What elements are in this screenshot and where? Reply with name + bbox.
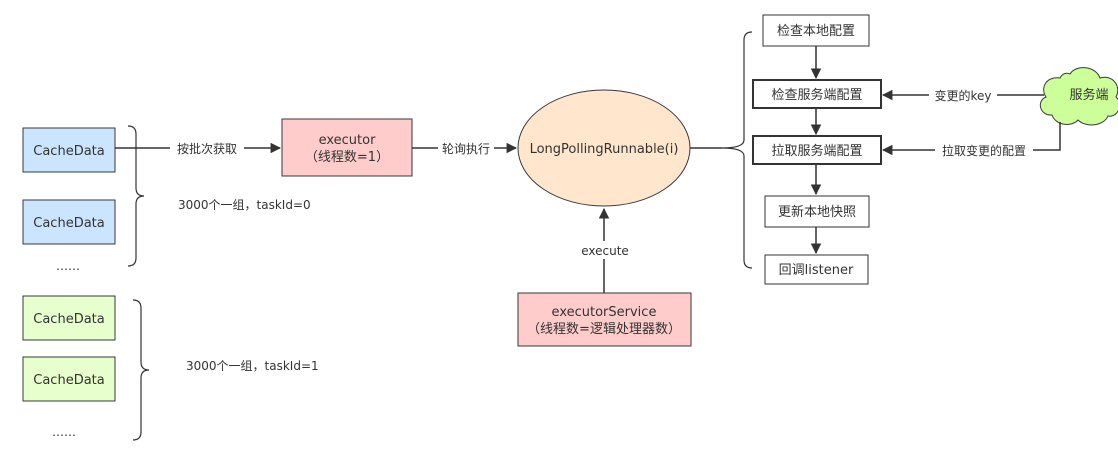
executor-service-box xyxy=(517,292,692,347)
server-label: 服务端 xyxy=(1069,87,1108,103)
step-callback-label: 回调listener xyxy=(779,263,854,278)
cache-group-taskid-0: CacheData CacheData …… 3000个一组，taskId=0 xyxy=(22,125,311,273)
cache-data-node xyxy=(22,356,116,402)
group-brace xyxy=(127,125,145,267)
cache-data-node xyxy=(22,295,116,341)
edge-batch-fetch: 按批次获取 xyxy=(115,139,282,157)
step-update-snapshot-label: 更新本地快照 xyxy=(778,204,856,220)
executor-node: executor （线程数=1） xyxy=(281,118,413,177)
ellipsis: …… xyxy=(52,425,76,439)
server-cloud: 服务端 xyxy=(1039,67,1118,126)
group-brace xyxy=(132,299,150,441)
cache-data-node xyxy=(22,199,116,245)
edge-execute: execute xyxy=(578,207,632,293)
cache-data-label: CacheData xyxy=(33,216,104,231)
edge-runnable-to-steps xyxy=(690,31,753,269)
edge-poll-execute: 轮询执行 xyxy=(412,139,518,157)
edge-label-bg xyxy=(929,86,997,104)
edge-pull-changed-config: 拉取变更的配置 xyxy=(881,122,1061,159)
edge-changed-key: 变更的key xyxy=(881,86,1044,104)
step-check-local-label: 检查本地配置 xyxy=(777,24,855,39)
edge-label-bg xyxy=(935,141,1033,159)
executor-service-subtitle: （线程数=逻辑处理器数） xyxy=(527,322,681,337)
steps-brace xyxy=(721,31,753,269)
edge-label: 变更的key xyxy=(934,88,991,103)
edge-label-bg xyxy=(170,139,244,157)
executor-service-title: executorService xyxy=(552,305,657,320)
step-update-snapshot-box xyxy=(764,195,870,228)
ellipsis: …… xyxy=(56,259,80,273)
long-polling-runnable-node: LongPollingRunnable(i) xyxy=(517,89,691,207)
executor-title: executor xyxy=(319,133,376,148)
cache-data-label: CacheData xyxy=(33,144,104,159)
executor-box xyxy=(281,118,413,177)
step-check-server-box xyxy=(752,79,882,109)
edge-label-bg xyxy=(438,139,494,157)
cache-data-label: CacheData xyxy=(33,373,104,388)
edge-label: 拉取变更的配置 xyxy=(942,143,1026,158)
cache-group-taskid-1: CacheData CacheData …… 3000个一组，taskId=1 xyxy=(22,295,319,441)
step-check-server-label: 检查服务端配置 xyxy=(771,87,862,103)
runnable-label: LongPollingRunnable(i) xyxy=(530,142,679,157)
cloud-shape xyxy=(1039,67,1118,126)
step-check-local-box xyxy=(762,14,870,47)
step-pull-server-box xyxy=(752,135,882,165)
steps-column: 检查本地配置 检查服务端配置 拉取服务端配置 更新本地快照 回调listener xyxy=(752,14,882,285)
group-label: 3000个一组，taskId=1 xyxy=(186,359,319,373)
step-pull-server-label: 拉取服务端配置 xyxy=(771,143,862,159)
edge-label: 按批次获取 xyxy=(177,141,237,156)
cache-data-label: CacheData xyxy=(33,312,104,327)
executor-subtitle: （线程数=1） xyxy=(305,150,389,165)
edge-label: 轮询执行 xyxy=(442,142,490,156)
executor-service-node: executorService （线程数=逻辑处理器数） xyxy=(517,292,692,347)
step-callback-box xyxy=(764,254,869,285)
edge-label: execute xyxy=(581,244,629,258)
edge-label-bg xyxy=(578,241,632,259)
group-label: 3000个一组，taskId=0 xyxy=(178,198,311,212)
cache-data-node xyxy=(22,127,116,173)
